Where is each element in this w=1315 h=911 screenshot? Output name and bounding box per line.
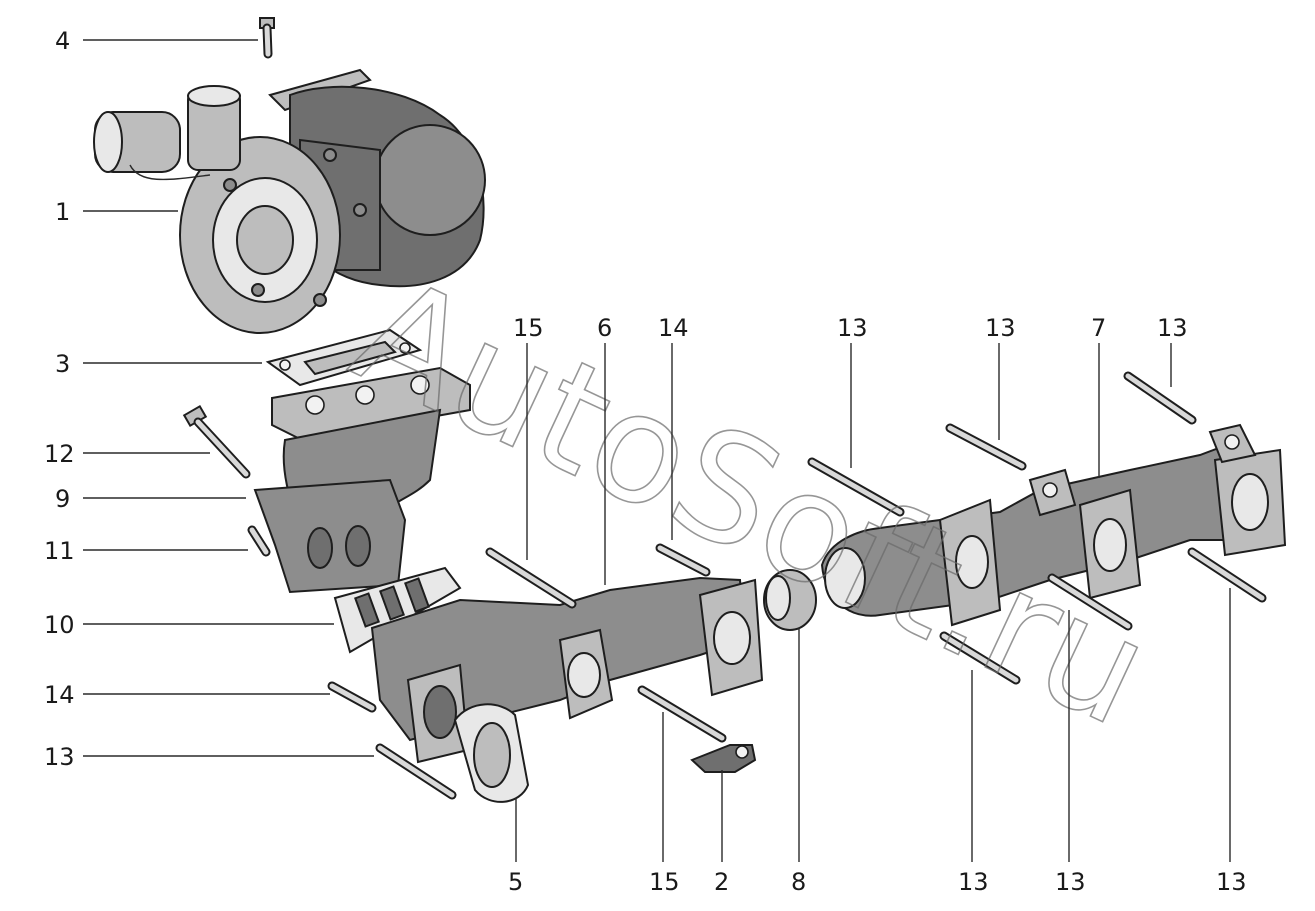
part-manifold-6	[370, 576, 764, 764]
callout-9: 9	[55, 485, 70, 513]
callout-14-left: 14	[44, 681, 75, 709]
part-bolt-13-e	[1047, 573, 1133, 631]
callout-13-top-1: 13	[837, 314, 868, 342]
callout-13-top-3: 13	[1157, 314, 1188, 342]
part-bolt-13-b	[945, 423, 1027, 471]
callout-13-top-2: 13	[985, 314, 1016, 342]
callout-8: 8	[791, 868, 806, 896]
callout-6: 6	[597, 314, 612, 342]
part-bolt-13-lower-left	[375, 743, 457, 800]
part-bolt-14b	[655, 543, 711, 577]
part-gasket-10	[333, 566, 462, 654]
callout-14-top: 14	[658, 314, 689, 342]
part-bolt-15-lower	[637, 685, 727, 743]
callout-15-top: 15	[513, 314, 544, 342]
callout-13-left: 13	[44, 743, 75, 771]
callout-10: 10	[44, 611, 75, 639]
callout-3: 3	[55, 350, 70, 378]
part-manifold-7	[820, 423, 1287, 627]
part-bolt-13-d	[939, 631, 1021, 685]
callout-13-bottom-2: 13	[1055, 868, 1086, 896]
part-bolt-4	[259, 17, 275, 59]
part-bolt-13-f	[1187, 547, 1267, 603]
callout-2: 2	[714, 868, 729, 896]
callout-labels: 4 1 3 12 9 11 10 14 13 15 6 14 13 13 7 1…	[44, 27, 1247, 896]
callout-13-bottom-1: 13	[958, 868, 989, 896]
part-bolt-14a	[327, 681, 377, 713]
callout-4: 4	[55, 27, 70, 55]
leader-lines	[83, 39, 1231, 862]
callout-11: 11	[44, 537, 75, 565]
part-gasket-5	[453, 703, 530, 803]
part-gasket-3	[265, 328, 423, 387]
callout-13-bottom-3: 13	[1216, 868, 1247, 896]
part-bolt-12	[182, 404, 251, 479]
callout-15-bottom: 15	[649, 868, 680, 896]
callout-7: 7	[1091, 314, 1106, 342]
part-bolt-11	[247, 525, 271, 557]
part-sleeve-8	[763, 569, 817, 631]
part-bolt-15-upper	[485, 547, 577, 609]
part-bolt-13-c	[1123, 371, 1197, 425]
part-bolt-13-a	[807, 457, 905, 517]
part-turbocharger	[93, 68, 486, 334]
callout-5: 5	[508, 868, 523, 896]
part-bracket-2	[690, 744, 757, 773]
callout-1: 1	[55, 198, 70, 226]
part-adapter-9	[253, 366, 471, 594]
callout-12: 12	[44, 440, 75, 468]
